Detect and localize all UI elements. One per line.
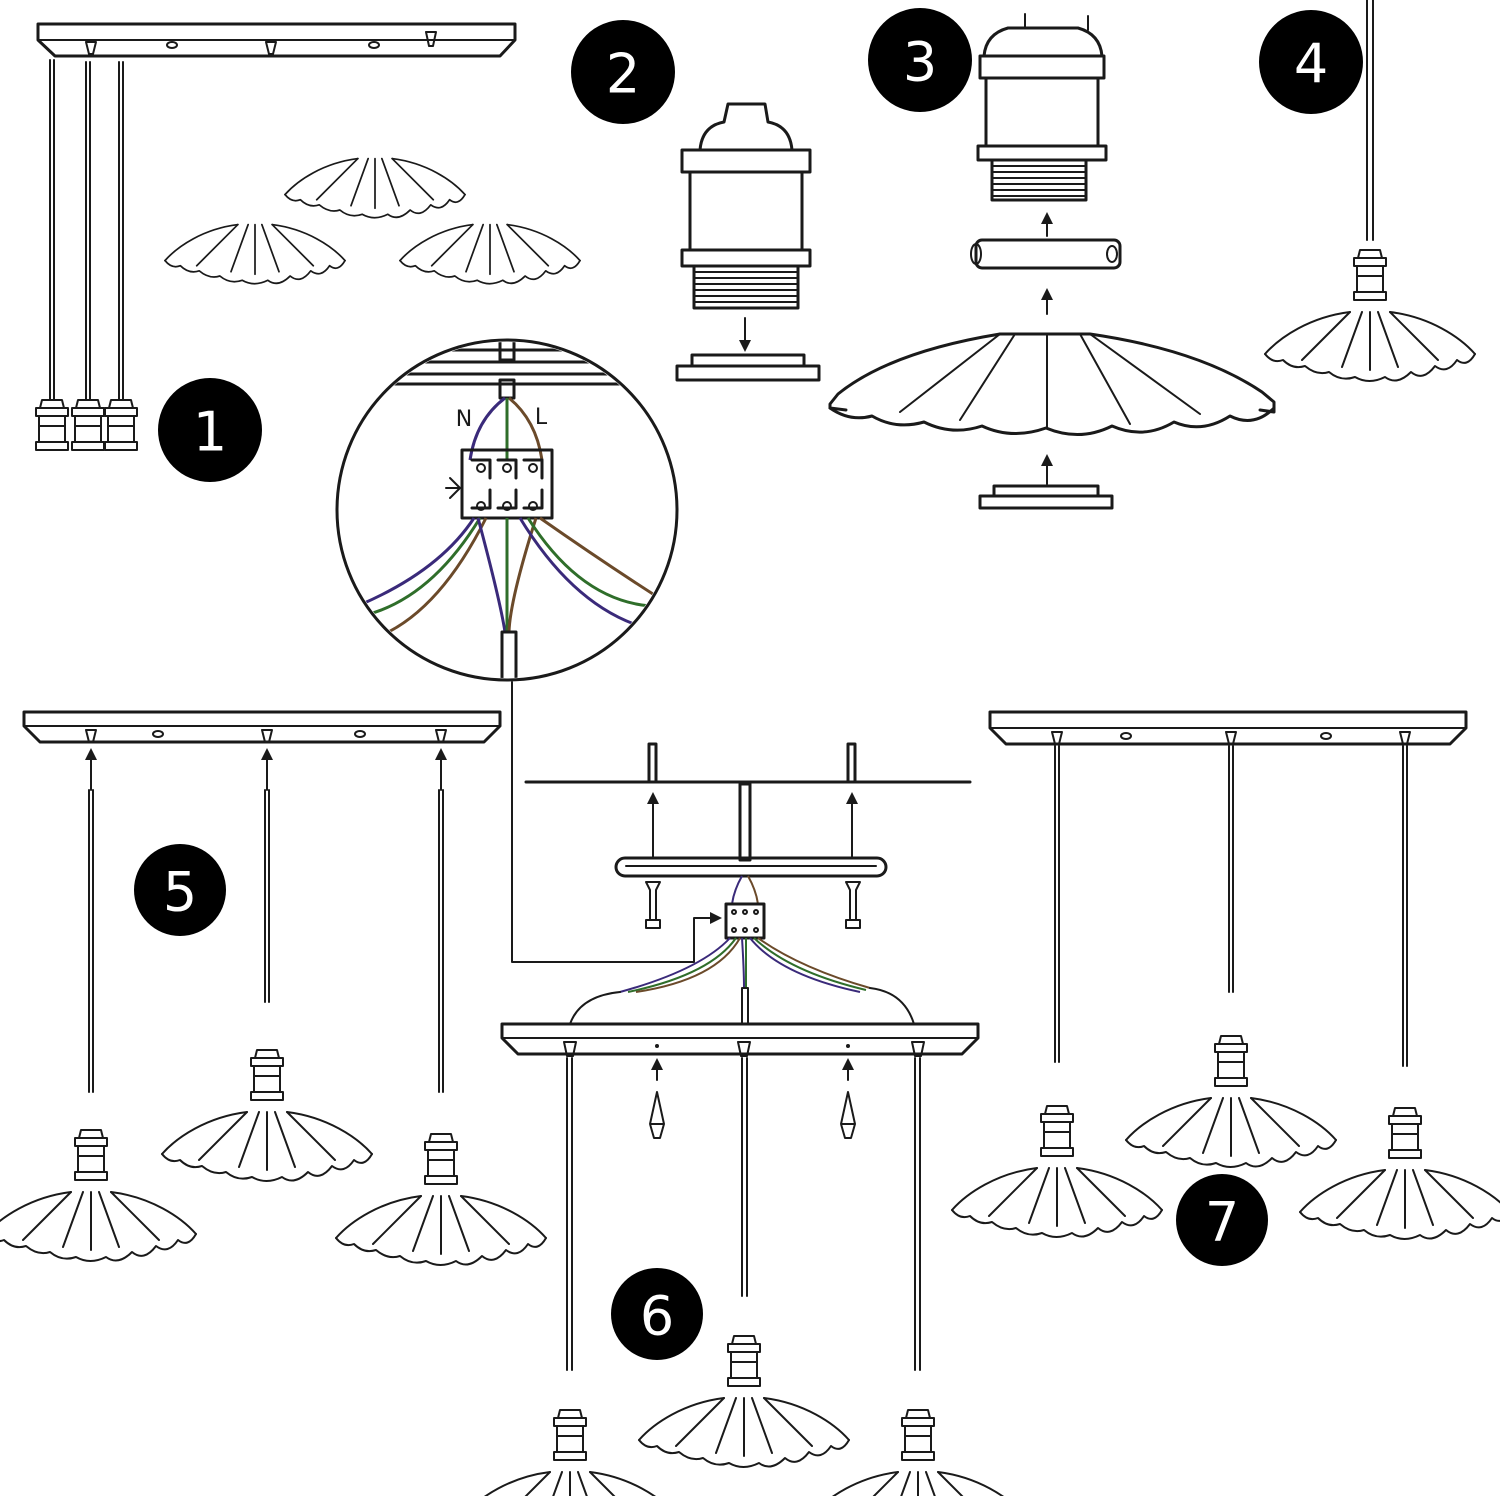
step-7-installed (952, 710, 1500, 1239)
step-4-number: 4 (1294, 33, 1328, 96)
step-6-badge: 6 (611, 1268, 703, 1360)
step-3-badge: 3 (868, 8, 972, 112)
neutral-wire-label: N (456, 407, 472, 432)
step-2-badge: 2 (571, 20, 675, 124)
step-4-badge: 4 (1259, 10, 1363, 114)
step-1-parts (35, 22, 581, 451)
step-4-assembled-pendant (1265, 0, 1475, 381)
step-1-badge: 1 (158, 378, 262, 482)
step-2-socket-assembly (675, 102, 821, 382)
step-5-hanging (0, 710, 546, 1265)
step-7-number: 7 (1205, 1191, 1239, 1254)
step-3-number: 3 (903, 31, 937, 94)
step-5-badge: 5 (134, 844, 226, 936)
step-3-socket-assembly (828, 13, 1276, 510)
wiring-detail: N L (335, 338, 722, 963)
step-6-mounting (465, 742, 1023, 1496)
step-7-badge: 7 (1176, 1174, 1268, 1266)
step-6-number: 6 (640, 1285, 674, 1348)
step-2-number: 2 (606, 43, 640, 106)
step-1-number: 1 (193, 401, 227, 464)
step-5-number: 5 (163, 861, 197, 924)
live-wire-label: L (535, 405, 548, 430)
